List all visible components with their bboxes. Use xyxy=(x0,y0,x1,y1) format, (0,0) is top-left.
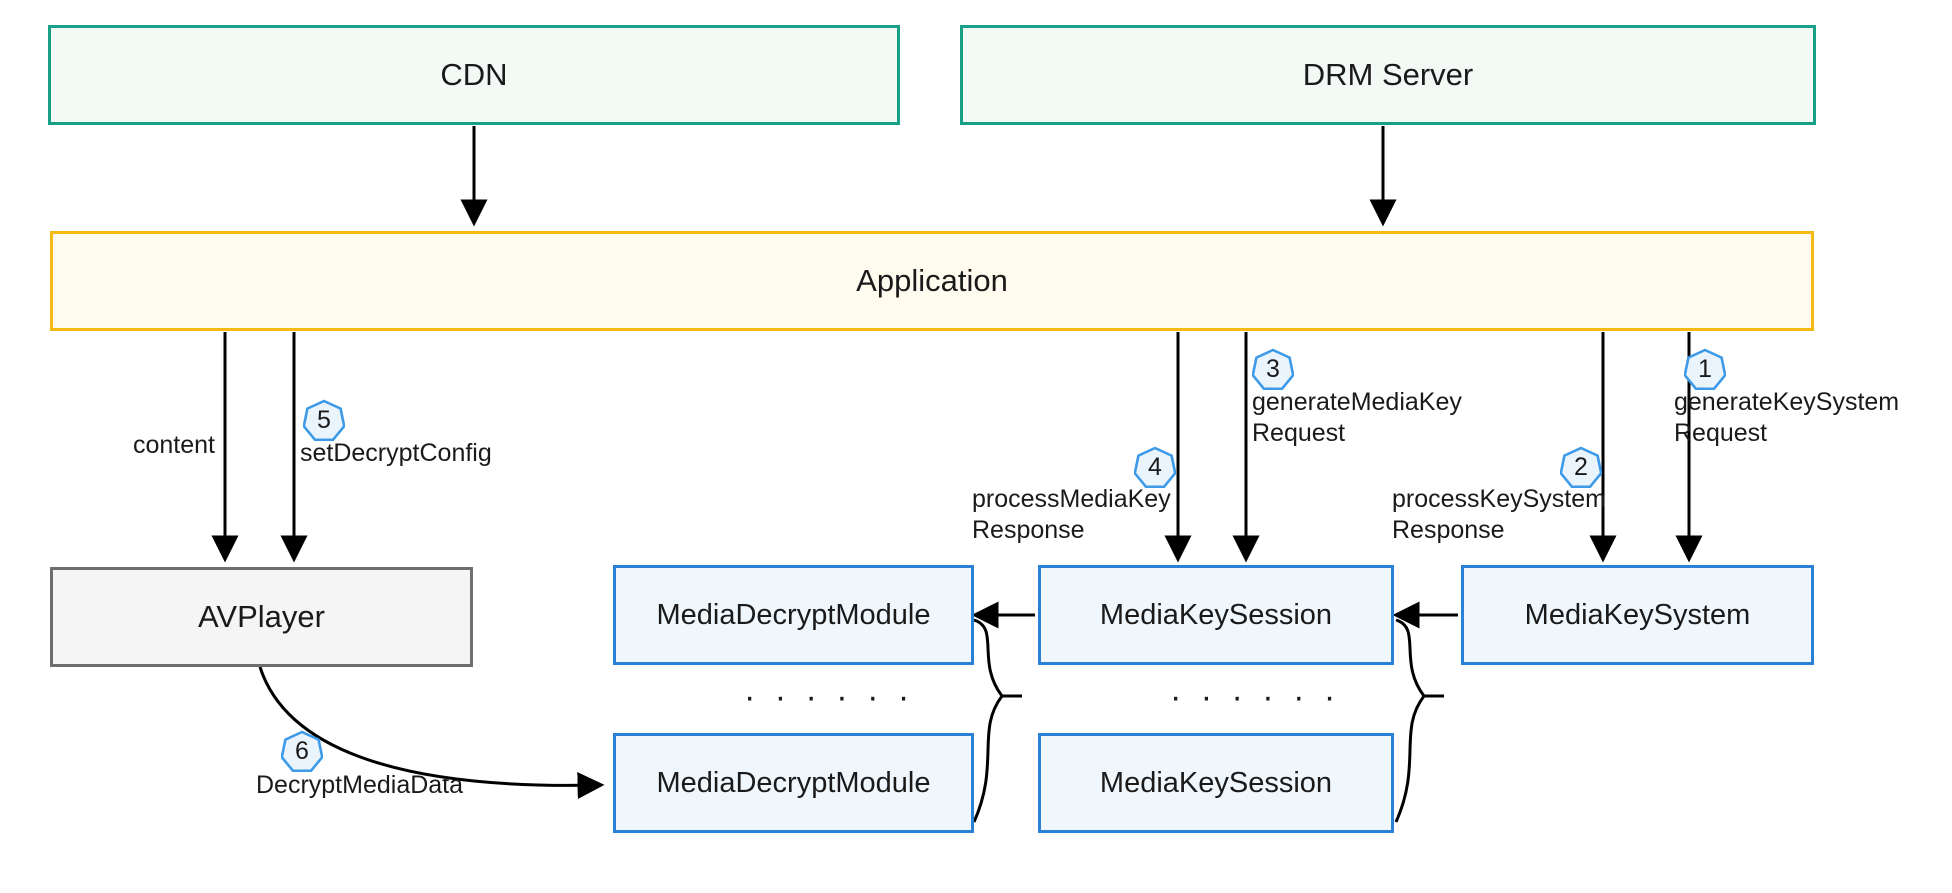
step-badge-4: 4 xyxy=(1134,446,1176,488)
node-media-key-system-label: MediaKeySystem xyxy=(1524,598,1751,631)
edge-label-content: content xyxy=(132,431,215,459)
node-application-label: Application xyxy=(856,262,1008,298)
ellipsis-key-sessions: · · · · · · xyxy=(1170,678,1341,716)
heptagon-icon xyxy=(281,730,323,772)
node-cdn-label: CDN xyxy=(440,56,508,92)
node-drm-server-label: DRM Server xyxy=(1302,56,1474,92)
step-badge-1-label: 1 xyxy=(1698,354,1712,383)
step-badge-2: 2 xyxy=(1560,446,1602,488)
heptagon-icon xyxy=(303,399,345,441)
node-application[interactable]: Application xyxy=(50,231,1814,331)
node-media-key-session-1-label: MediaKeySession xyxy=(1099,598,1333,631)
step-badge-5: 5 xyxy=(303,399,345,441)
node-avplayer-label: AVPlayer xyxy=(198,598,325,634)
step-badge-2-label: 2 xyxy=(1574,452,1588,481)
heptagon-icon xyxy=(1134,446,1176,488)
edge-label-decrypt-media-data: DecryptMediaData xyxy=(256,771,464,799)
heptagon-icon xyxy=(1252,348,1294,390)
step-badge-3: 3 xyxy=(1252,348,1294,390)
step-badge-5-label: 5 xyxy=(317,405,331,434)
node-media-key-session-2-label: MediaKeySession xyxy=(1099,766,1333,799)
brace-key-sessions xyxy=(1394,618,1444,823)
edge-label-generate-media-key-request: generateMediaKey Request xyxy=(1252,388,1462,447)
ellipsis-decrypt-modules: · · · · · · xyxy=(744,678,915,716)
node-cdn[interactable]: CDN xyxy=(48,25,900,125)
node-media-decrypt-module-1[interactable]: MediaDecryptModule xyxy=(613,565,974,665)
heptagon-icon xyxy=(1684,348,1726,390)
node-media-decrypt-module-2-label: MediaDecryptModule xyxy=(656,766,931,799)
heptagon-icon xyxy=(1560,446,1602,488)
node-avplayer[interactable]: AVPlayer xyxy=(50,567,473,667)
node-media-decrypt-module-2[interactable]: MediaDecryptModule xyxy=(613,733,974,833)
edge-label-process-media-key-response: processMediaKey Response xyxy=(972,485,1171,544)
node-media-key-session-1[interactable]: MediaKeySession xyxy=(1038,565,1394,665)
edge-label-process-key-system-response: processKeySystem Response xyxy=(1392,485,1606,544)
node-media-key-system[interactable]: MediaKeySystem xyxy=(1461,565,1814,665)
node-media-decrypt-module-1-label: MediaDecryptModule xyxy=(656,598,931,631)
edge-label-set-decrypt-config: setDecryptConfig xyxy=(300,439,492,467)
step-badge-3-label: 3 xyxy=(1266,354,1280,383)
node-drm-server[interactable]: DRM Server xyxy=(960,25,1816,125)
node-media-key-session-2[interactable]: MediaKeySession xyxy=(1038,733,1394,833)
step-badge-1: 1 xyxy=(1684,348,1726,390)
step-badge-6-label: 6 xyxy=(295,736,309,765)
step-badge-6: 6 xyxy=(281,730,323,772)
step-badge-4-label: 4 xyxy=(1148,452,1162,481)
brace-decrypt-modules xyxy=(972,618,1022,823)
edge-label-generate-key-system-request: generateKeySystem Request xyxy=(1674,388,1900,447)
